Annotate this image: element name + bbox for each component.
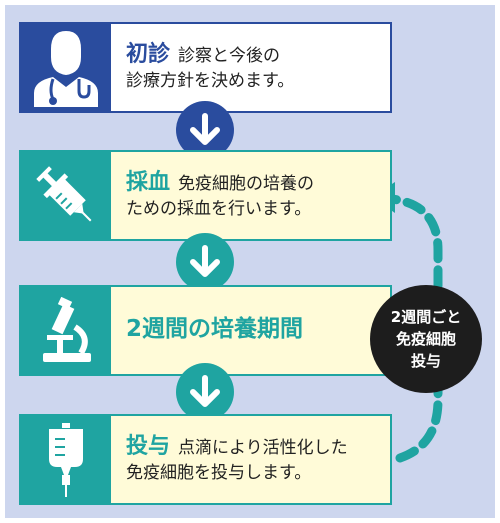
step-administration: 投与点滴により活性化した 免疫細胞を投与します。 — [19, 414, 392, 505]
step-blood-draw: 採血免疫細胞の培養の ための採血を行います。 — [19, 150, 392, 241]
cycle-bubble-line: 免疫細胞 — [395, 330, 456, 348]
iv-drip-icon — [21, 416, 111, 503]
syringe-icon — [21, 152, 111, 239]
step-heading: 投与 — [126, 433, 171, 459]
down-arrow-icon — [176, 233, 234, 291]
step-description-line2: 診療方針を決めます。 — [126, 70, 295, 91]
doctor-icon — [21, 24, 111, 111]
step-heading: 採血 — [126, 169, 171, 195]
step-description-line1: 診察と今後の — [178, 45, 281, 66]
down-arrow-icon — [176, 363, 234, 421]
step-culture-period: 2週間の培養期間 — [19, 285, 392, 376]
down-arrow-icon — [176, 101, 234, 159]
cycle-bubble-line: 2週間ごと — [390, 308, 462, 326]
cycle-bubble-line: 投与 — [410, 352, 441, 370]
cycle-bubble: 2週間ごと 免疫細胞 投与 — [370, 285, 482, 393]
step-description-line2: ための採血を行います。 — [126, 198, 312, 219]
step-first-consultation: 初診診察と今後の 診療方針を決めます。 — [19, 22, 392, 113]
step-description-line1: 点滴により活性化した — [178, 437, 348, 458]
step-heading: 2週間の培養期間 — [126, 316, 304, 342]
step-description-line2: 免疫細胞を投与します。 — [126, 462, 312, 483]
step-description-line1: 免疫細胞の培養の — [178, 173, 315, 194]
step-heading: 初診 — [126, 41, 171, 67]
microscope-icon — [21, 287, 111, 374]
